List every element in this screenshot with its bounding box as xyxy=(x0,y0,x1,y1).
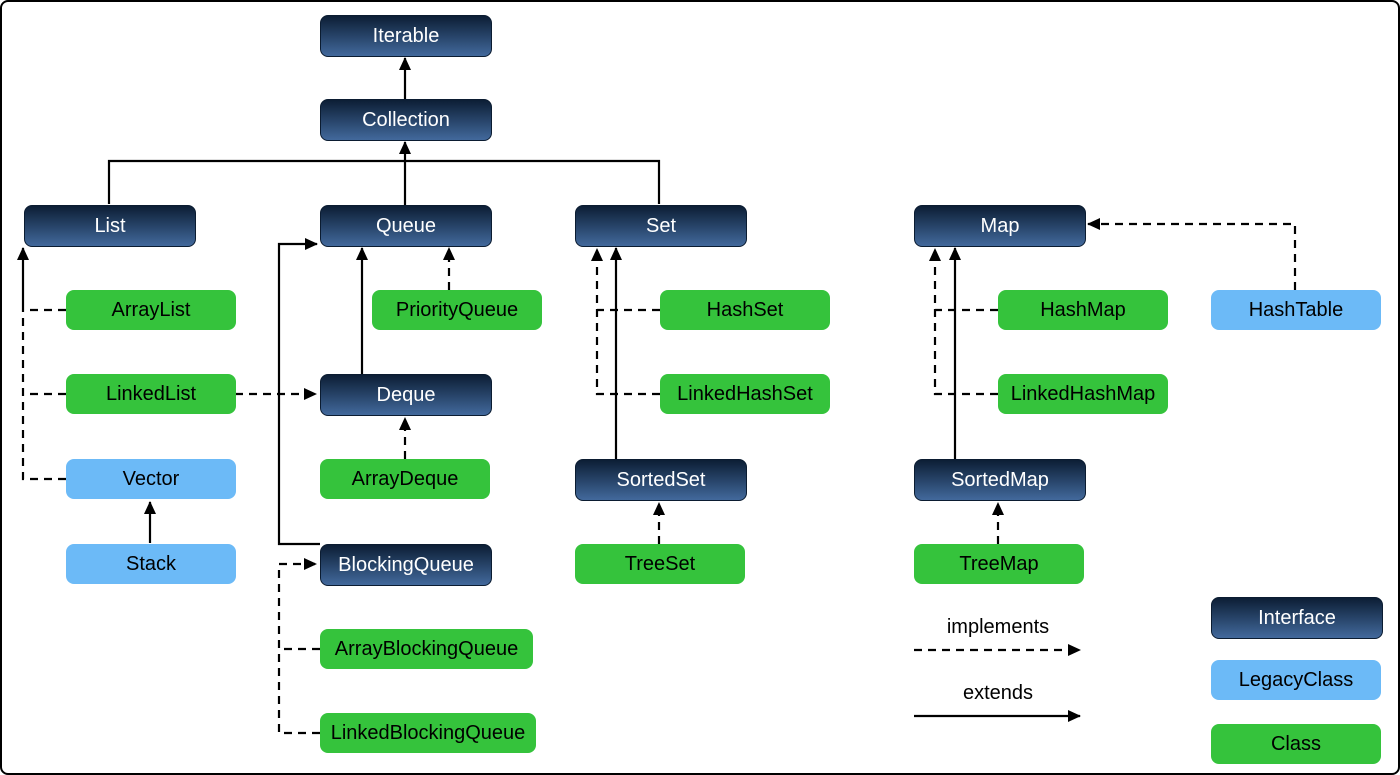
node-iterable: Iterable xyxy=(320,15,492,57)
node-arrayblockingqueue: ArrayBlockingQueue xyxy=(320,629,533,669)
node-queue: Queue xyxy=(320,205,492,247)
node-list: List xyxy=(24,205,196,247)
node-linkedblockingqueue: LinkedBlockingQueue xyxy=(320,713,536,753)
legend-item-class: Class xyxy=(1211,724,1381,764)
edge-linkedblockingqueue-implements-blockingqueue xyxy=(277,558,320,735)
node-map: Map xyxy=(914,205,1086,247)
node-sortedmap: SortedMap xyxy=(914,459,1086,501)
edge-vector-implements-list xyxy=(21,310,66,481)
legend-implements-label: implements xyxy=(946,616,1050,638)
node-set: Set xyxy=(575,205,747,247)
node-hashmap: HashMap xyxy=(998,290,1168,330)
edge-linkedhashset-implements-set xyxy=(591,248,660,396)
node-arraylist: ArrayList xyxy=(66,290,236,330)
node-arraydeque: ArrayDeque xyxy=(320,459,490,499)
node-sortedset: SortedSet xyxy=(575,459,747,501)
node-hashtable: HashTable xyxy=(1211,290,1381,330)
node-blockingqueue: BlockingQueue xyxy=(320,544,492,586)
node-deque: Deque xyxy=(320,374,492,416)
edge-hashtable-implements-map xyxy=(1087,218,1297,290)
node-vector: Vector xyxy=(66,459,236,499)
legend-item-interface: Interface xyxy=(1211,597,1383,639)
node-treeset: TreeSet xyxy=(575,544,745,584)
legend-item-legacyclass: LegacyClass xyxy=(1211,660,1381,700)
node-hashset: HashSet xyxy=(660,290,830,330)
legend-extends-label: extends xyxy=(962,682,1034,704)
node-linkedhashset: LinkedHashSet xyxy=(660,374,830,414)
node-linkedhashmap: LinkedHashMap xyxy=(998,374,1168,414)
edge-blockingqueue-extends-queue xyxy=(277,238,320,546)
node-priorityqueue: PriorityQueue xyxy=(372,290,542,330)
node-collection: Collection xyxy=(320,99,492,141)
node-treemap: TreeMap xyxy=(914,544,1084,584)
edge-branch-list-set-to-collection xyxy=(107,159,661,204)
edge-linkedhashmap-implements-map xyxy=(929,248,998,396)
node-stack: Stack xyxy=(66,544,236,584)
node-linkedlist: LinkedList xyxy=(66,374,236,414)
